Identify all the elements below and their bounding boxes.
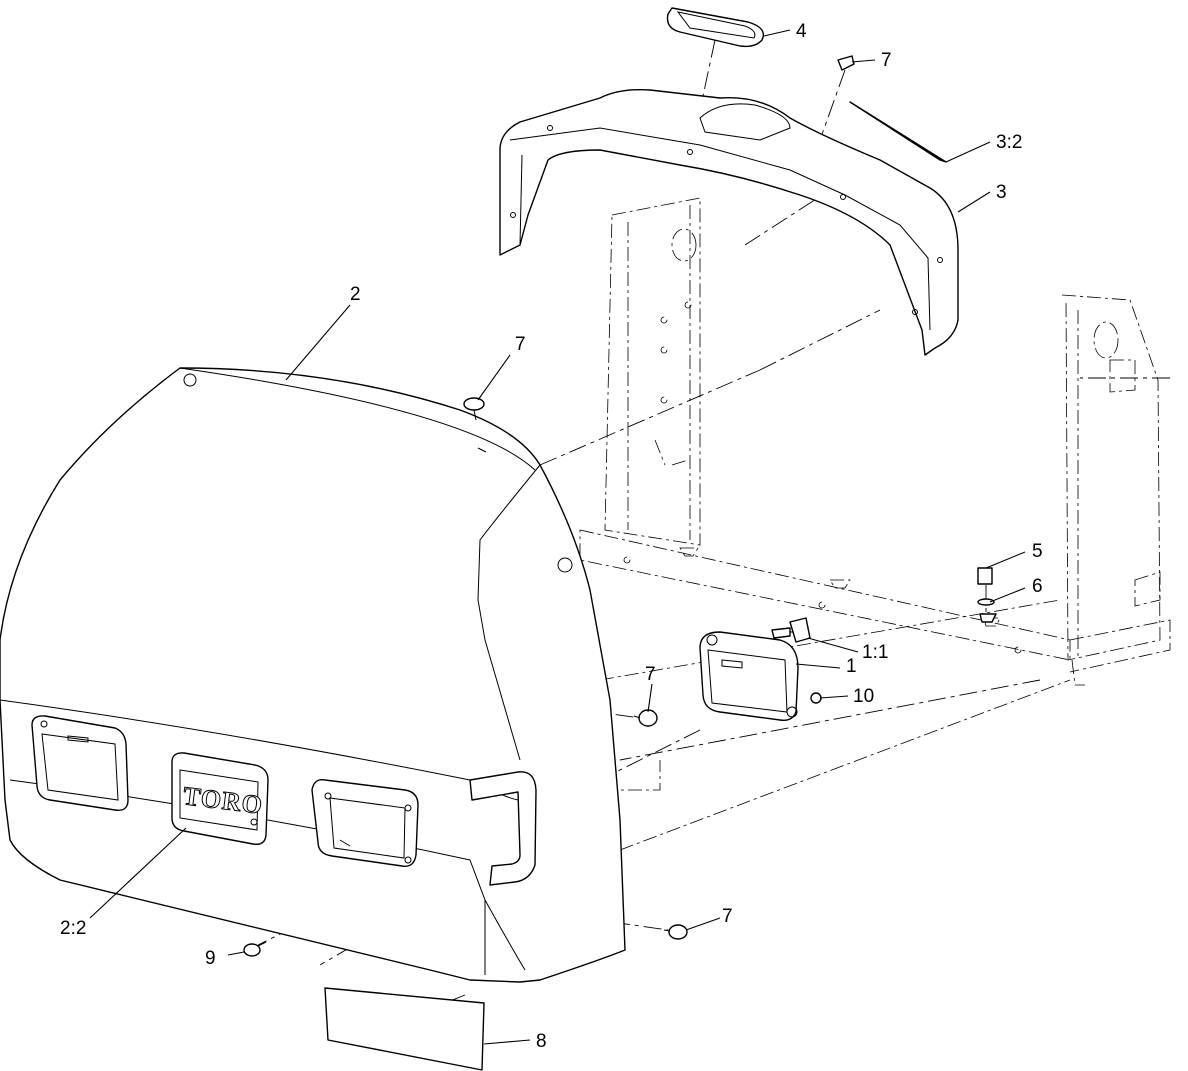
- frame-phantom: [579, 197, 1171, 851]
- callout-7-bottom: 7: [722, 906, 733, 927]
- callout-3-2: 3:2: [996, 132, 1022, 153]
- leader-lines: [89, 29, 1026, 1045]
- plate: [324, 987, 485, 1071]
- bulb: [771, 617, 811, 643]
- callout-2-2: 2:2: [60, 918, 86, 939]
- callout-7-side: 7: [645, 664, 656, 685]
- decal-strip: [849, 101, 947, 163]
- callout-7-hood: 7: [515, 334, 526, 355]
- callout-4: 4: [796, 21, 807, 42]
- rear-shroud: [499, 88, 959, 356]
- top-lens: [666, 7, 765, 48]
- callout-1: 1: [846, 656, 857, 677]
- callout-9: 9: [205, 948, 216, 969]
- callout-2: 2: [350, 284, 361, 305]
- callout-6: 6: [1032, 576, 1043, 597]
- main-hood: TORO: [0, 367, 626, 983]
- headlight: [699, 631, 799, 722]
- callout-7-top: 7: [881, 50, 892, 71]
- callout-10: 10: [853, 686, 874, 707]
- callout-8: 8: [536, 1031, 547, 1052]
- callouts: 4 7 3:2 3 2 7 5 6 1:1 1 7 10 2:2 7 9 8: [60, 21, 1043, 1052]
- callout-1-1: 1:1: [862, 642, 888, 663]
- callout-5: 5: [1032, 541, 1043, 562]
- fasteners: [243, 55, 997, 957]
- callout-3: 3: [996, 182, 1007, 203]
